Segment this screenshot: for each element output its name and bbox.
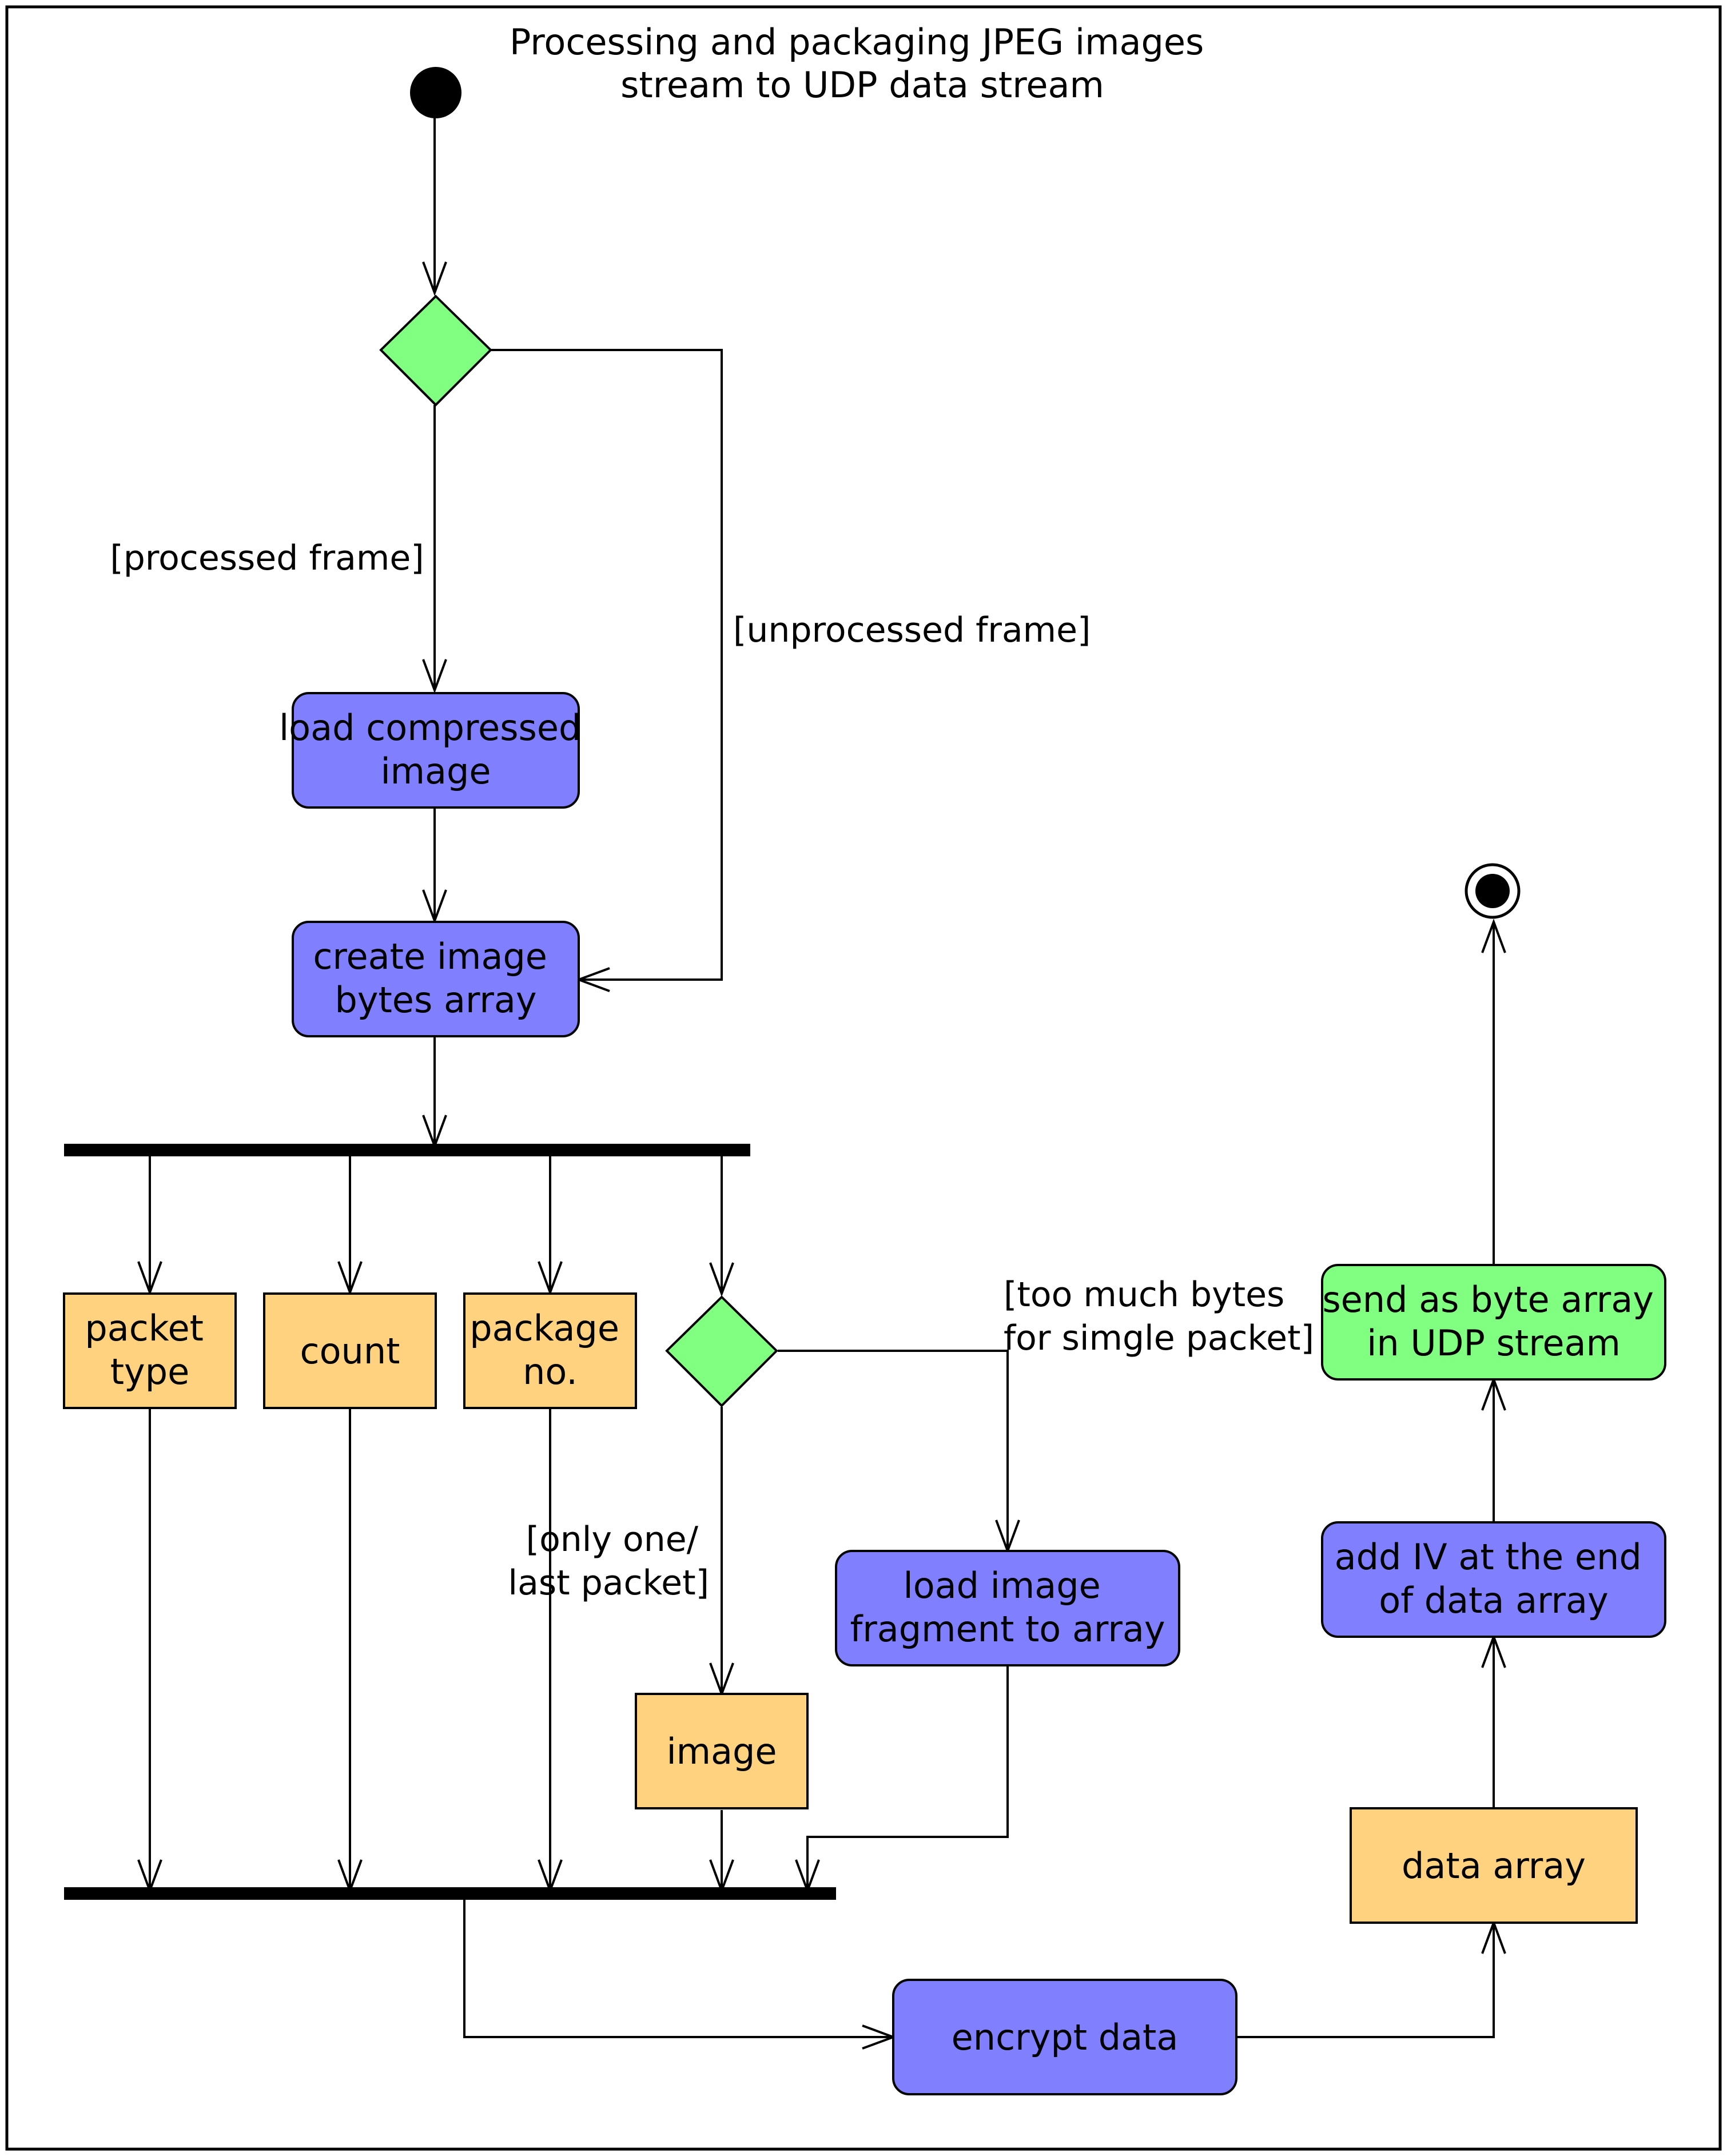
action-add-iv: add IV at the end of data array xyxy=(1321,1521,1666,1638)
svg-text:load image fragment to a: load image fragment to array xyxy=(850,1565,1165,1650)
guard-only-one-last-packet: [only one/ last packet] xyxy=(508,1519,709,1603)
node-label-line: send as byte array xyxy=(1322,1279,1654,1320)
node-label-line: bytes array xyxy=(335,979,536,1021)
decision-node-packet-size xyxy=(665,1295,778,1407)
object-package-no: package no. xyxy=(463,1292,637,1409)
guard-label-line: [processed frame] xyxy=(110,538,424,578)
object-data-array: data array xyxy=(1350,1807,1638,1924)
node-label-line: package xyxy=(469,1307,619,1349)
node-label-line: of data array xyxy=(1379,1580,1608,1621)
node-label-line: create image xyxy=(313,936,547,977)
join-bar xyxy=(64,1887,836,1900)
node-label-line: type xyxy=(110,1351,190,1393)
guard-processed-frame: [processed frame] xyxy=(110,538,424,578)
action-create-image-bytes-array: create image bytes array xyxy=(292,921,580,1037)
arrowhead xyxy=(422,659,447,694)
guard-label-line: for simgle packet] xyxy=(1004,1318,1314,1358)
svg-text:add IV at the end of dat: add IV at the end of data array xyxy=(1335,1536,1653,1621)
svg-text:load compressed image: load compressed image xyxy=(279,707,592,792)
object-count: count xyxy=(263,1292,437,1409)
node-label-line: fragment to array xyxy=(850,1608,1165,1650)
svg-text:package no.: package no. xyxy=(469,1307,630,1393)
node-label-line: load image xyxy=(903,1565,1100,1606)
svg-text:packet type: packet type xyxy=(85,1307,214,1393)
diagram-title-line-2: stream to UDP data stream xyxy=(620,64,1104,106)
guard-label-line: last packet] xyxy=(508,1563,709,1603)
node-label-line: load compressed xyxy=(279,707,581,749)
edge-fragment-to-join xyxy=(806,1666,1009,1891)
fork-bar xyxy=(64,1144,750,1156)
action-send-byte-array: send as byte array in UDP stream xyxy=(1321,1264,1666,1381)
object-image: image xyxy=(635,1693,809,1809)
node-label-line: encrypt data xyxy=(952,2016,1179,2058)
node-label-line: no. xyxy=(523,1351,578,1393)
node-label-line: image xyxy=(380,750,491,792)
edge-unprocessed-frame xyxy=(491,349,723,981)
svg-text:create image bytes array: create image bytes array xyxy=(313,936,558,1021)
arrowhead xyxy=(709,1262,734,1297)
svg-text:image: image xyxy=(666,1731,777,1772)
guard-too-much-bytes: [too much bytes for simgle packet] xyxy=(1004,1275,1314,1358)
svg-text:data array: data array xyxy=(1402,1845,1586,1887)
diagram-frame xyxy=(5,5,1722,2151)
action-load-compressed-image: load compressed image xyxy=(279,692,592,809)
edge-too-much-bytes xyxy=(778,1350,1009,1551)
guard-unprocessed-frame: [unprocessed frame] xyxy=(733,610,1091,650)
node-label-line: data array xyxy=(1402,1845,1586,1887)
node-label-line: add IV at the end xyxy=(1335,1536,1642,1578)
guard-label-line: [unprocessed frame] xyxy=(733,610,1091,650)
action-load-image-fragment: load image fragment to array xyxy=(835,1550,1180,1666)
edge-encrypt-to-data-array xyxy=(1236,1923,1495,2038)
guard-label-line: [only one/ xyxy=(526,1519,699,1560)
svg-text:send as byte array in UD: send as byte array in UDP stream xyxy=(1322,1279,1665,1364)
initial-node xyxy=(410,67,461,118)
diagram-title-line-1: Processing and packaging JPEG images xyxy=(510,21,1204,63)
arrowhead xyxy=(422,261,447,296)
node-label-line: count xyxy=(300,1330,400,1372)
object-packet-type: packet type xyxy=(63,1292,237,1409)
edge-join-to-encrypt xyxy=(463,1900,893,2038)
svg-text:encrypt data: encrypt data xyxy=(952,2016,1179,2058)
final-node xyxy=(1465,863,1521,919)
decision-node-frame-type xyxy=(379,295,492,407)
guard-label-line: [too much bytes xyxy=(1004,1275,1284,1315)
node-label-line: packet xyxy=(85,1307,204,1349)
svg-text:count: count xyxy=(300,1330,400,1372)
edges xyxy=(137,116,1506,2050)
arrowhead xyxy=(1481,918,1506,953)
diagram-title: Processing and packaging JPEG images str… xyxy=(510,21,1215,106)
action-encrypt-data: encrypt data xyxy=(892,1979,1237,2095)
node-label-line: image xyxy=(666,1731,777,1772)
node-label-line: in UDP stream xyxy=(1367,1322,1621,1364)
